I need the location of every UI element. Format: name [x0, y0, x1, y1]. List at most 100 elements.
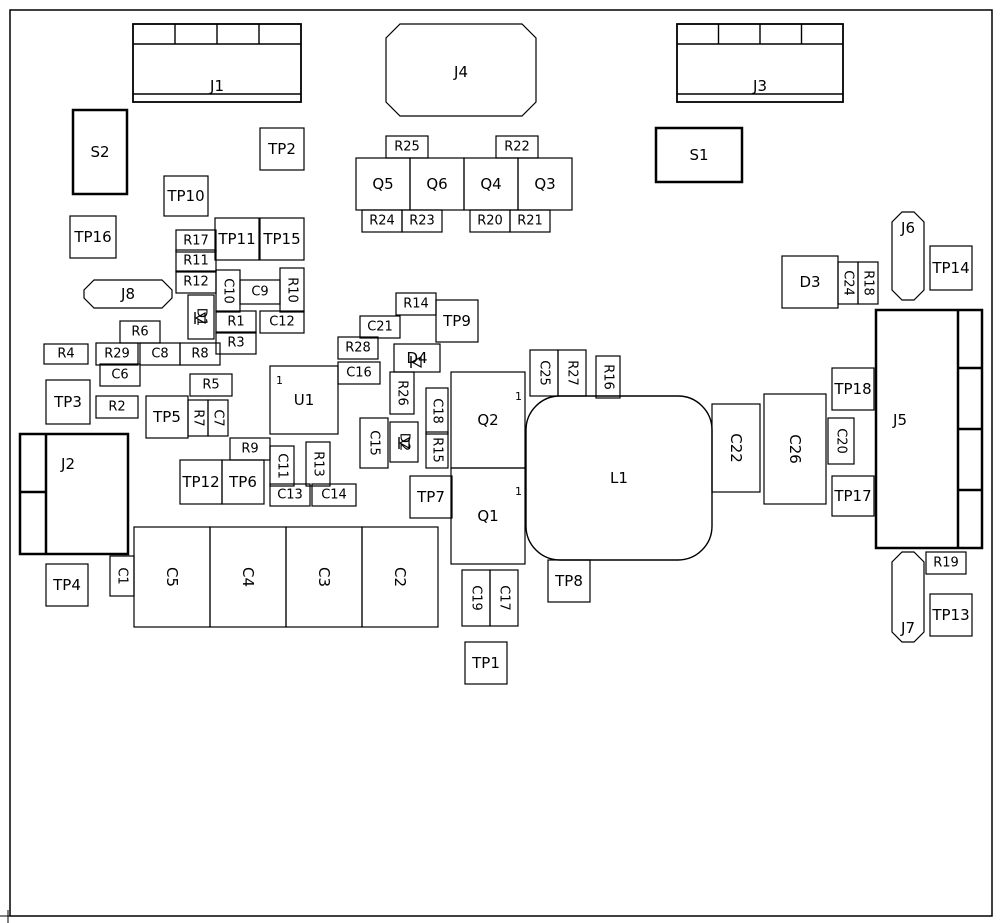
- component-r1: R1: [215, 310, 257, 334]
- component-c16: C16: [337, 361, 381, 385]
- outline: [214, 217, 260, 261]
- component-c26: C26: [763, 393, 827, 505]
- component-tp5: TP5: [145, 395, 189, 439]
- component-label: C22: [727, 433, 745, 463]
- component-d3: D3: [781, 255, 839, 309]
- component-label: R29: [104, 347, 130, 362]
- component-label: C13: [277, 488, 303, 503]
- component-label: S1: [689, 146, 708, 164]
- component-label: R10: [285, 277, 300, 303]
- component-label: Q6: [426, 175, 447, 193]
- component-label: R16: [601, 364, 616, 390]
- component-r13: R13: [305, 441, 331, 487]
- component-label: D3: [799, 273, 820, 291]
- outline: [305, 441, 331, 487]
- component-tp3: TP3: [45, 379, 91, 425]
- component-label: TP5: [152, 408, 181, 426]
- component-d4: D4: [393, 343, 441, 373]
- component-label: C11: [275, 453, 290, 479]
- outline: [259, 217, 305, 261]
- outline: [763, 393, 827, 505]
- component-label: D1: [194, 308, 209, 326]
- component-label: C26: [786, 434, 804, 464]
- component-s1: S1: [654, 126, 744, 184]
- component-c10: C10: [215, 269, 241, 313]
- component-tp9: TP9: [435, 299, 479, 343]
- component-label: C7: [211, 409, 226, 426]
- component-label: C4: [239, 567, 257, 587]
- outline: [547, 559, 591, 603]
- component-label: J7: [900, 619, 915, 637]
- component-label: C12: [269, 315, 295, 330]
- component-r11: R11: [175, 249, 217, 273]
- component-label: C2: [391, 567, 409, 587]
- component-label: R3: [227, 336, 244, 351]
- outline: [425, 387, 449, 435]
- diode-symbol-icon: [398, 436, 410, 450]
- component-r25: R25: [385, 135, 429, 159]
- q2-pin1-marker: 1: [515, 390, 522, 403]
- component-label: Q1: [477, 507, 498, 525]
- component-c13: C13: [269, 483, 311, 507]
- outline: [435, 299, 479, 343]
- outline: [215, 310, 257, 334]
- component-r12: R12: [175, 270, 217, 294]
- component-label: C25: [537, 360, 552, 386]
- component-r2: R2: [95, 395, 139, 419]
- outline: [464, 641, 508, 685]
- component-tp6: TP6: [221, 459, 265, 505]
- component-c24: C24: [837, 261, 859, 305]
- component-c17: C17: [489, 569, 519, 627]
- component-label: R13: [311, 451, 326, 477]
- outline: [389, 371, 415, 415]
- component-r10: R10: [279, 267, 305, 313]
- outline: [69, 215, 117, 259]
- component-r22: R22: [495, 135, 539, 159]
- component-label: R24: [369, 214, 395, 229]
- component-r8: R8: [179, 342, 221, 366]
- outline: [95, 395, 139, 419]
- outline: [43, 343, 89, 365]
- component-label: Q2: [477, 411, 498, 429]
- component-label: J4: [453, 63, 468, 81]
- component-tp12: TP12: [179, 459, 223, 505]
- component-r4: R4: [43, 343, 89, 365]
- outline: [45, 563, 89, 607]
- component-r3: R3: [215, 331, 257, 355]
- component-label: TP10: [166, 187, 204, 205]
- diode-symbol-icon: [410, 355, 422, 369]
- component-label: C16: [346, 366, 372, 381]
- component-label: R14: [403, 297, 429, 312]
- component-r29: R29: [95, 342, 139, 366]
- component-c21: C21: [359, 315, 401, 339]
- component-label: R19: [933, 556, 959, 571]
- component-label: J6: [900, 219, 915, 237]
- outline: [654, 126, 744, 184]
- component-label: R1: [227, 315, 244, 330]
- component-r23: R23: [401, 209, 443, 233]
- component-label: C6: [111, 368, 128, 383]
- component-label: R20: [477, 214, 503, 229]
- component-label: TP7: [416, 488, 445, 506]
- outline: [175, 249, 217, 273]
- component-label: TP17: [833, 487, 871, 505]
- component-label: Q3: [534, 175, 555, 193]
- outline: [509, 209, 551, 233]
- component-tp17: TP17: [831, 475, 875, 517]
- component-label: C21: [367, 320, 393, 335]
- outline: [409, 475, 453, 519]
- component-s2: S2: [71, 108, 129, 196]
- component-label: R6: [131, 325, 148, 340]
- component-tp1: TP1: [464, 641, 508, 685]
- component-label: C9: [251, 285, 268, 300]
- component-q5: Q5: [355, 157, 411, 211]
- component-label: TP4: [52, 576, 81, 594]
- component-label: L1: [610, 469, 628, 487]
- outline: [401, 209, 443, 233]
- component-label: TP14: [931, 259, 969, 277]
- component-label: TP3: [53, 393, 82, 411]
- component-q2: Q2: [450, 371, 526, 469]
- component-c5: C5: [133, 526, 211, 628]
- component-c9: C9: [239, 279, 281, 305]
